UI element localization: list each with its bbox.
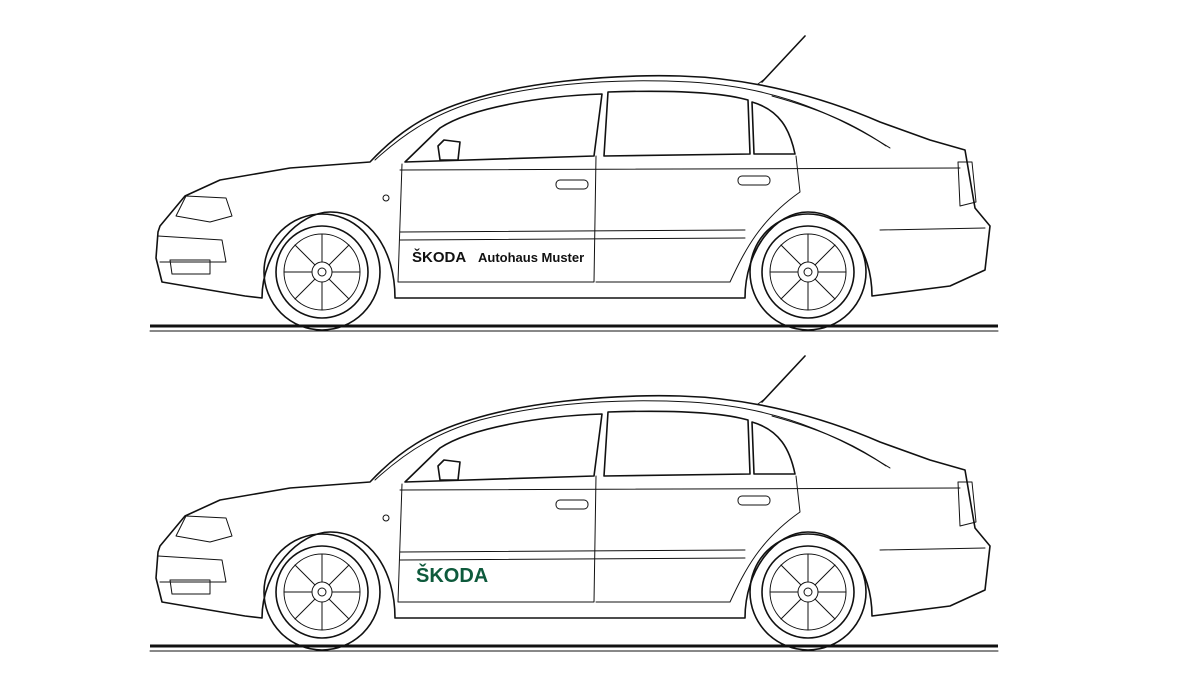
door-decal-brand: ŠKODA	[412, 248, 466, 266]
taillight	[957, 161, 977, 207]
taillight	[957, 481, 977, 527]
front-wheel	[263, 533, 381, 651]
car-body-outline	[155, 74, 991, 299]
front-window	[404, 93, 603, 163]
rear-wheel	[749, 213, 867, 331]
front-window	[404, 413, 603, 483]
headlight	[175, 515, 233, 543]
antenna	[761, 35, 806, 83]
rear-door-handle	[737, 495, 771, 506]
rear-door-line	[595, 155, 801, 283]
headlight	[175, 195, 233, 223]
car-drawing-bottom: ŠKODA	[149, 355, 999, 652]
door-decal-brand-green: ŠKODA	[416, 563, 488, 587]
beltline	[399, 487, 961, 491]
front-wheel	[263, 213, 381, 331]
side-molding	[399, 549, 746, 553]
side-mirror	[437, 139, 461, 161]
car-body-outline	[155, 394, 991, 619]
rear-window	[603, 410, 751, 477]
fog-light	[169, 259, 211, 275]
car-drawing-top: ŠKODA Autohaus Muster	[149, 35, 999, 332]
front-bumper	[157, 235, 227, 263]
antenna-base	[757, 77, 767, 85]
front-bumper	[157, 555, 227, 583]
fog-light	[169, 579, 211, 595]
rear-wheel	[749, 533, 867, 651]
rear-windshield	[771, 95, 887, 147]
rear-windshield	[771, 415, 887, 467]
front-door-line	[397, 155, 597, 283]
antenna-base	[757, 397, 767, 405]
rear-molding	[879, 547, 986, 551]
antenna	[761, 355, 806, 403]
beltline	[399, 167, 961, 171]
front-door-handle	[555, 179, 589, 190]
rear-molding	[879, 227, 986, 231]
rear-door-line	[595, 475, 801, 603]
side-molding-lower	[399, 237, 746, 241]
fuel-cap	[382, 194, 390, 202]
quarter-window	[751, 101, 796, 155]
car-illustration-top: ŠKODA Autohaus Muster	[149, 35, 999, 332]
rear-door-handle	[737, 175, 771, 186]
front-door-line	[397, 475, 597, 603]
side-mirror	[437, 459, 461, 481]
side-molding	[399, 229, 746, 233]
door-decal-dealer: Autohaus Muster	[478, 250, 584, 265]
rear-window	[603, 90, 751, 157]
quarter-window	[751, 421, 796, 475]
front-door-handle	[555, 499, 589, 510]
roof-line	[374, 80, 891, 161]
roof-line	[374, 400, 891, 481]
fuel-cap	[382, 514, 390, 522]
side-molding-lower	[399, 557, 746, 561]
car-illustration-bottom: ŠKODA	[0, 320, 1200, 670]
